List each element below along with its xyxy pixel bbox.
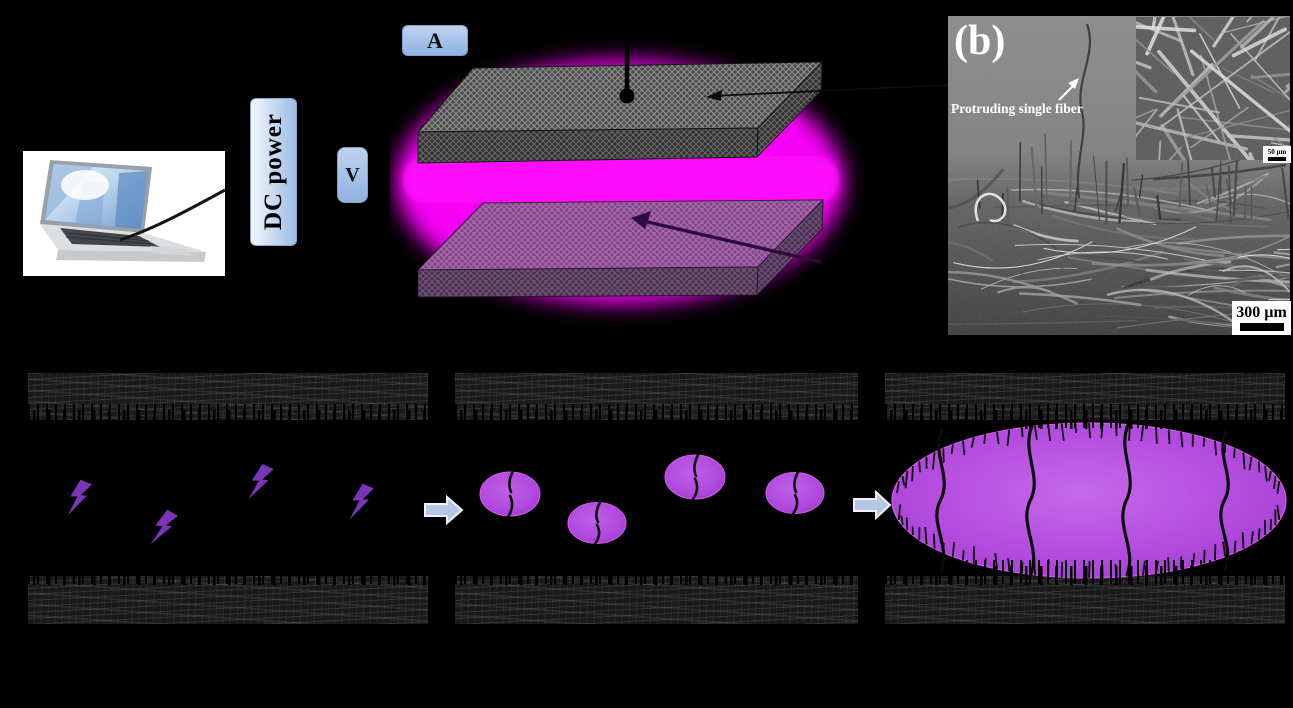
laptop-image	[23, 151, 226, 276]
annotation-arrow-icon	[1058, 78, 1079, 101]
top-electrode-pointer-arrow	[706, 84, 949, 101]
stage1-top-fringe-b	[28, 410, 428, 429]
sem-inset-scalebar: 50 µm	[1263, 146, 1291, 163]
sem-scalebar: 300 µm	[1232, 301, 1291, 335]
stage-arrow-icon	[424, 494, 464, 526]
discharge-stages-graphic	[67, 422, 1287, 579]
stage2-bottom-fringe-b	[455, 566, 858, 585]
ammeter-badge: A	[402, 25, 468, 56]
stage1-lightning-bolts	[67, 464, 374, 545]
stage1-bottom-fringe-b	[28, 566, 428, 585]
stage2-top-fringe-b	[455, 410, 858, 429]
stage3-bottom-fringe-b	[885, 566, 1285, 585]
sem-inset-scale-bar	[1268, 156, 1286, 161]
laptop-screen	[40, 160, 152, 233]
sem-inset-scale-label: 50 µm	[1267, 147, 1287, 156]
sem-scale-bar	[1239, 323, 1284, 331]
stage3-merged-discharge	[891, 422, 1287, 579]
voltmeter-text: V	[345, 163, 360, 186]
stage2-fiber-lines	[506, 453, 800, 546]
power-wire	[619, 12, 635, 104]
dc-power-supply-label: DC power	[250, 98, 297, 246]
sem-annotation-text: Protruding single fiber	[951, 101, 1083, 116]
stage-arrow-icon-2	[853, 489, 892, 521]
ammeter-text: A	[427, 27, 443, 53]
bottom-electrode-plate	[416, 198, 825, 298]
stage3-top-fringe-b	[885, 410, 1285, 429]
voltmeter-badge: V	[337, 147, 368, 203]
sem-noise-overlay	[948, 16, 1290, 335]
stage2-micro-discharges	[479, 453, 825, 546]
sem-scale-label: 300 µm	[1236, 304, 1287, 321]
sem-image-panel	[948, 16, 1290, 335]
dc-power-text: DC power	[259, 113, 287, 231]
top-electrode-plate	[416, 60, 824, 164]
bottom-electrode-pointer-arrow	[631, 211, 822, 264]
sem-panel-label: (b)	[954, 18, 1006, 64]
laptop-cable	[119, 188, 226, 242]
electrode-apparatus-diagram	[396, 12, 949, 304]
